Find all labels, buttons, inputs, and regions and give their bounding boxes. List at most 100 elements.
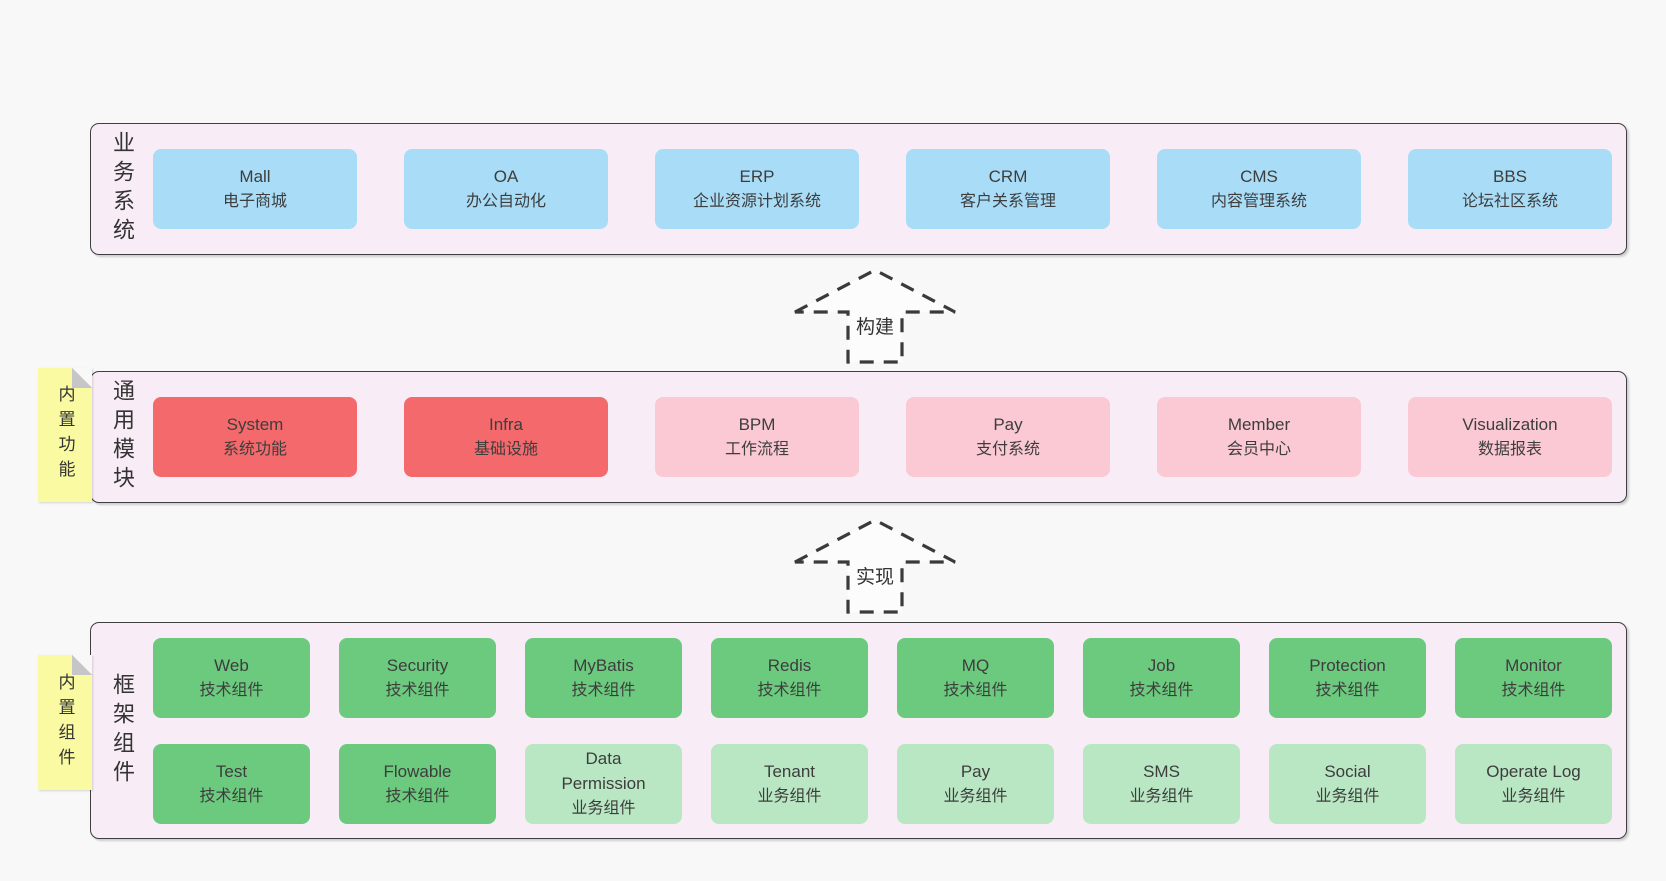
box-system-title: System (226, 415, 284, 434)
implement-arrow-shape: 实现 (794, 518, 956, 614)
framework-components-label: 框架组件 (91, 623, 153, 838)
sticky-note-built-in-features: 内置功能 (38, 368, 92, 502)
box-member: Member 会员中心 (1157, 397, 1361, 477)
box-test-title: Test (215, 761, 248, 781)
box-mall-subtitle: 电子商城 (222, 193, 287, 210)
sticky-note-built-in-features-text: 内置功能 (55, 385, 75, 485)
box-oa-title: OA (493, 167, 519, 186)
implement-arrow-label: 实现 (856, 566, 894, 588)
box-web-subtitle: 技术组件 (199, 681, 264, 699)
box-tenant: Tenant 业务组件 (711, 743, 868, 824)
box-cms-subtitle: 内容管理系统 (1210, 193, 1307, 210)
box-erp-subtitle: 企业资源计划系统 (692, 193, 821, 210)
box-data-permission-subtitle: 业务组件 (571, 800, 636, 817)
box-web-title: Web (214, 655, 249, 675)
box-protection-subtitle: 技术组件 (1315, 681, 1380, 699)
box-infra-title: Infra (488, 415, 524, 434)
box-tenant-subtitle: 业务组件 (757, 787, 822, 805)
box-social-title: Social (1324, 761, 1371, 781)
box-cms-title: CMS (1240, 167, 1278, 186)
box-member-subtitle: 会员中心 (1226, 441, 1291, 458)
box-visualization-title: Visualization (1462, 415, 1558, 434)
box-mq-subtitle: 技术组件 (943, 681, 1008, 699)
box-bpm: BPM 工作流程 (655, 397, 859, 477)
folded-corner-icon (72, 368, 92, 388)
business-systems-label-text: 业务系统 (110, 131, 135, 247)
box-mall-title: Mall (239, 167, 271, 186)
box-visualization: Visualization 数据报表 (1408, 397, 1612, 477)
box-flowable-subtitle: 技术组件 (385, 787, 450, 805)
box-sms: SMS 业务组件 (1083, 743, 1240, 824)
box-redis-subtitle: 技术组件 (757, 681, 822, 699)
box-security-title: Security (386, 655, 449, 675)
build-arrow-label: 构建 (856, 316, 894, 338)
folded-corner-icon (72, 655, 92, 675)
framework-components-section: 框架组件 Web 技术组件 Security 技术组件 MyBatis 技术组件 Re… (90, 622, 1627, 839)
business-systems-label: 业务系统 (91, 124, 153, 254)
box-redis: Redis 技术组件 (711, 637, 868, 718)
box-operate-log: Operate Log 业务组件 (1455, 743, 1612, 824)
box-data-permission-title: Data Permission (561, 749, 646, 793)
box-bpm-title: BPM (738, 415, 776, 434)
box-social-subtitle: 业务组件 (1315, 787, 1380, 805)
box-protection-title: Protection (1309, 655, 1386, 675)
box-mybatis: MyBatis 技术组件 (525, 637, 682, 718)
box-security: Security 技术组件 (339, 637, 496, 718)
box-bbs-subtitle: 论坛社区系统 (1461, 193, 1558, 210)
build-arrow-shape: 构建 (794, 268, 956, 364)
box-mq: MQ 技术组件 (897, 637, 1054, 718)
box-oa-subtitle: 办公自动化 (465, 193, 546, 210)
box-monitor: Monitor 技术组件 (1455, 637, 1612, 718)
box-oa: OA 办公自动化 (404, 149, 608, 229)
box-flowable-title: Flowable (383, 761, 452, 781)
build-arrow: 构建 (790, 266, 960, 366)
box-web: Web 技术组件 (153, 637, 310, 718)
framework-components-label-text: 框架组件 (110, 672, 135, 789)
box-monitor-subtitle: 技术组件 (1501, 681, 1566, 699)
box-member-title: Member (1227, 415, 1291, 434)
box-visualization-subtitle: 数据报表 (1477, 441, 1542, 458)
box-monitor-title: Monitor (1505, 655, 1562, 675)
box-tenant-title: Tenant (763, 761, 816, 781)
box-sms-title: SMS (1143, 761, 1180, 781)
box-bbs-title: BBS (1492, 167, 1528, 186)
box-bbs: BBS 论坛社区系统 (1408, 149, 1612, 229)
framework-components-rows: Web 技术组件 Security 技术组件 MyBatis 技术组件 Redis 技术… (153, 623, 1626, 838)
box-mq-title: MQ (961, 655, 990, 675)
box-sms-subtitle: 业务组件 (1129, 787, 1194, 805)
box-job-subtitle: 技术组件 (1129, 681, 1194, 699)
sticky-note-built-in-components-text: 内置组件 (55, 672, 75, 773)
box-mybatis-subtitle: 技术组件 (571, 681, 636, 699)
box-crm-title: CRM (988, 167, 1028, 186)
box-bpm-subtitle: 工作流程 (724, 441, 789, 458)
box-operate-log-title: Operate Log (1486, 761, 1581, 781)
common-modules-label-text: 通用模块 (110, 379, 135, 495)
box-redis-title: Redis (767, 655, 812, 675)
box-flowable: Flowable 技术组件 (339, 743, 496, 824)
box-protection: Protection 技术组件 (1269, 637, 1426, 718)
framework-components-row-1: Web 技术组件 Security 技术组件 MyBatis 技术组件 Redis 技术… (153, 637, 1612, 718)
box-operate-log-subtitle: 业务组件 (1501, 787, 1566, 805)
box-cms: CMS 内容管理系统 (1157, 149, 1361, 229)
box-job-title: Job (1147, 655, 1176, 675)
box-mybatis-title: MyBatis (573, 655, 634, 675)
sticky-note-built-in-components: 内置组件 (38, 655, 92, 790)
box-security-subtitle: 技术组件 (385, 681, 450, 699)
box-system-subtitle: 系统功能 (222, 441, 287, 458)
box-data-permission: Data Permission 业务组件 (525, 743, 682, 824)
box-pay-system-title: Pay (993, 415, 1023, 434)
box-job: Job 技术组件 (1083, 637, 1240, 718)
box-mall: Mall 电子商城 (153, 149, 357, 229)
